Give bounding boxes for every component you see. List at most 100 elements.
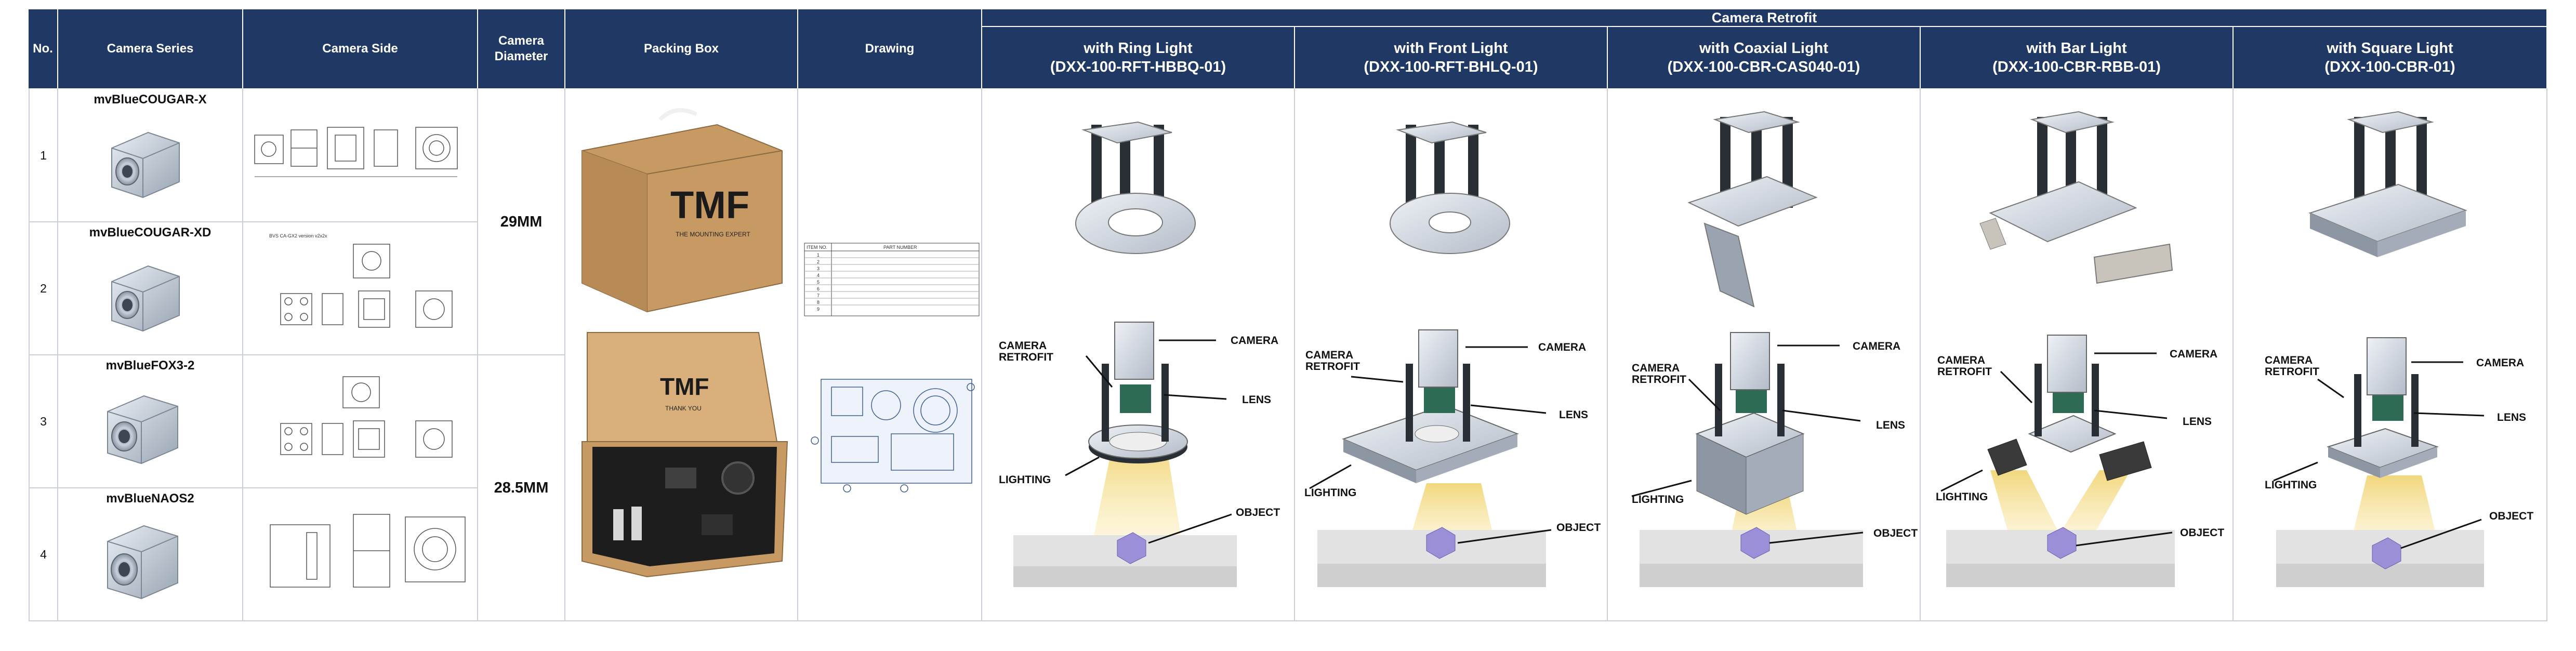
callout-lighting: LIGHTING xyxy=(999,474,1051,486)
callout-object: OBJECT xyxy=(1236,507,1280,519)
callout-retrofit: RETROFIT xyxy=(1305,361,1360,373)
row-number: 2 xyxy=(40,281,47,295)
camera-series-name: mvBlueCOUGAR-X xyxy=(94,92,207,107)
camera-series-name: mvBlueNAOS2 xyxy=(106,491,194,506)
grid-line xyxy=(29,221,478,222)
header-retrofit-ring: with Ring Light (DXX-100-RFT-HBBQ-01) xyxy=(982,27,1294,88)
box-thanks: THANK YOU xyxy=(665,405,702,412)
grid-line xyxy=(29,487,478,488)
callout-lighting: LIGHTING xyxy=(1304,487,1356,499)
callout-lens: LENS xyxy=(2497,411,2526,423)
header-series-label: Camera Series xyxy=(107,42,194,56)
header-side: Camera Side xyxy=(243,9,477,88)
camera-diameter: 29MM xyxy=(500,213,543,230)
callout-lighting: LIGHTING xyxy=(1632,494,1684,506)
retrofit-ring-light-exploded xyxy=(1075,121,1196,254)
camera-diameter: 28.5MM xyxy=(494,479,549,496)
grid-line xyxy=(29,620,2547,621)
bom-item: 2 xyxy=(817,259,820,264)
retrofit-ring-title: with Ring Light xyxy=(1084,39,1193,57)
grid-line xyxy=(981,88,982,621)
bom-item: 4 xyxy=(817,273,820,278)
header-drawing-label: Drawing xyxy=(865,42,915,56)
camera-side-drawing xyxy=(254,127,458,177)
grid-line xyxy=(797,88,798,621)
header-retrofit-square: with Square Light (DXX-100-CBR-01) xyxy=(2234,27,2546,88)
camera-side-drawing xyxy=(280,376,453,458)
bom-item: 8 xyxy=(817,300,820,305)
retrofit-ring-callouts xyxy=(1065,339,1232,544)
retrofit-square-code: (DXX-100-CBR-01) xyxy=(2324,59,2455,75)
retrofit-ring-code: (DXX-100-RFT-HBBQ-01) xyxy=(1050,59,1226,75)
callout-camera: CAMERA xyxy=(2476,357,2524,369)
callout-camera: CAMERA xyxy=(1853,340,1900,352)
camera-icon xyxy=(111,131,180,198)
retrofit-ring-light-assembled xyxy=(1013,322,1237,587)
callout-retrofit: CAMERA xyxy=(1632,362,1680,374)
grid-line xyxy=(477,354,565,355)
callout-object: OBJECT xyxy=(1556,522,1601,534)
camera-series-name: mvBlueFOX3-2 xyxy=(105,358,195,373)
bom-head-part: PART NUMBER xyxy=(883,245,917,250)
bom-item: 6 xyxy=(817,286,820,291)
header-diameter: Camera Diameter xyxy=(478,9,564,88)
bom-head-item: ITEM NO. xyxy=(807,245,827,250)
header-drawing: Drawing xyxy=(798,9,981,88)
callout-object: OBJECT xyxy=(2489,510,2533,522)
box-logo-inner: TMF xyxy=(660,373,709,400)
callout-retrofit: CAMERA xyxy=(999,340,1047,352)
header-diameter-line1: Camera xyxy=(498,34,545,48)
bom-item: 3 xyxy=(817,266,820,271)
packing-box-open: TMF THANK YOU xyxy=(582,332,788,578)
callout-lighting: LIGHTING xyxy=(1936,491,1988,503)
retrofit-bar-callouts xyxy=(1940,352,2173,547)
retrofit-group-title: Camera Retrofit xyxy=(1711,9,1817,25)
callout-retrofit: CAMERA xyxy=(1305,349,1353,361)
bom-item: 9 xyxy=(817,307,820,312)
retrofit-square-light-assembled xyxy=(2276,337,2484,587)
grid-line xyxy=(29,354,478,355)
retrofit-coaxial-callouts xyxy=(1631,344,1864,544)
box-logo: TMF xyxy=(670,183,749,227)
retrofit-front-light-assembled xyxy=(1317,329,1546,587)
bom-item: 7 xyxy=(817,293,820,298)
callout-camera: CAMERA xyxy=(1231,335,1278,347)
callout-camera: CAMERA xyxy=(2170,348,2217,360)
callout-object: OBJECT xyxy=(1873,527,1918,539)
row-number: 3 xyxy=(40,414,47,428)
header-series: Camera Series xyxy=(58,9,242,88)
callout-lens: LENS xyxy=(1876,419,1905,431)
retrofit-square-callouts xyxy=(2273,361,2485,549)
grid-line xyxy=(2546,88,2547,621)
grid-line xyxy=(1607,88,1608,621)
callout-lens: LENS xyxy=(1559,409,1588,421)
retrofit-coaxial-light-exploded xyxy=(1687,111,1818,308)
header-diameter-line2: Diameter xyxy=(494,49,548,63)
retrofit-bar-light-exploded xyxy=(1979,111,2173,284)
camera-side-drawing xyxy=(280,244,453,328)
retrofit-bar-title: with Bar Light xyxy=(2026,39,2127,57)
callout-retrofit: RETROFIT xyxy=(1937,366,1992,378)
retrofit-coaxial-light-assembled xyxy=(1640,332,1863,587)
bom-item: 5 xyxy=(817,280,820,285)
header-packing-label: Packing Box xyxy=(643,42,719,56)
header-no-label: No. xyxy=(33,42,53,56)
retrofit-coaxial-code: (DXX-100-CBR-CAS040-01) xyxy=(1667,59,1860,75)
callout-object: OBJECT xyxy=(2180,527,2224,539)
camera-icon xyxy=(111,265,180,332)
grid-line xyxy=(1920,88,1921,621)
grid-line xyxy=(2232,88,2234,621)
header-retrofit-coaxial: with Coaxial Light (DXX-100-CBR-CAS040-0… xyxy=(1608,27,1920,88)
camera-icon xyxy=(107,395,178,464)
header-no: No. xyxy=(29,9,57,88)
callout-retrofit: CAMERA xyxy=(2265,354,2313,366)
camera-side-drawing xyxy=(270,514,466,588)
header-retrofit-bar: with Bar Light (DXX-100-CBR-RBB-01) xyxy=(1921,27,2232,88)
bom-item: 1 xyxy=(817,253,820,258)
callout-camera: CAMERA xyxy=(1538,341,1586,353)
retrofit-bar-light-assembled xyxy=(1946,335,2175,587)
drawing-note: BVS CA-GX2 version v2x2x xyxy=(269,233,327,238)
row-number: 1 xyxy=(40,148,47,162)
retrofit-front-light-exploded xyxy=(1390,121,1510,254)
